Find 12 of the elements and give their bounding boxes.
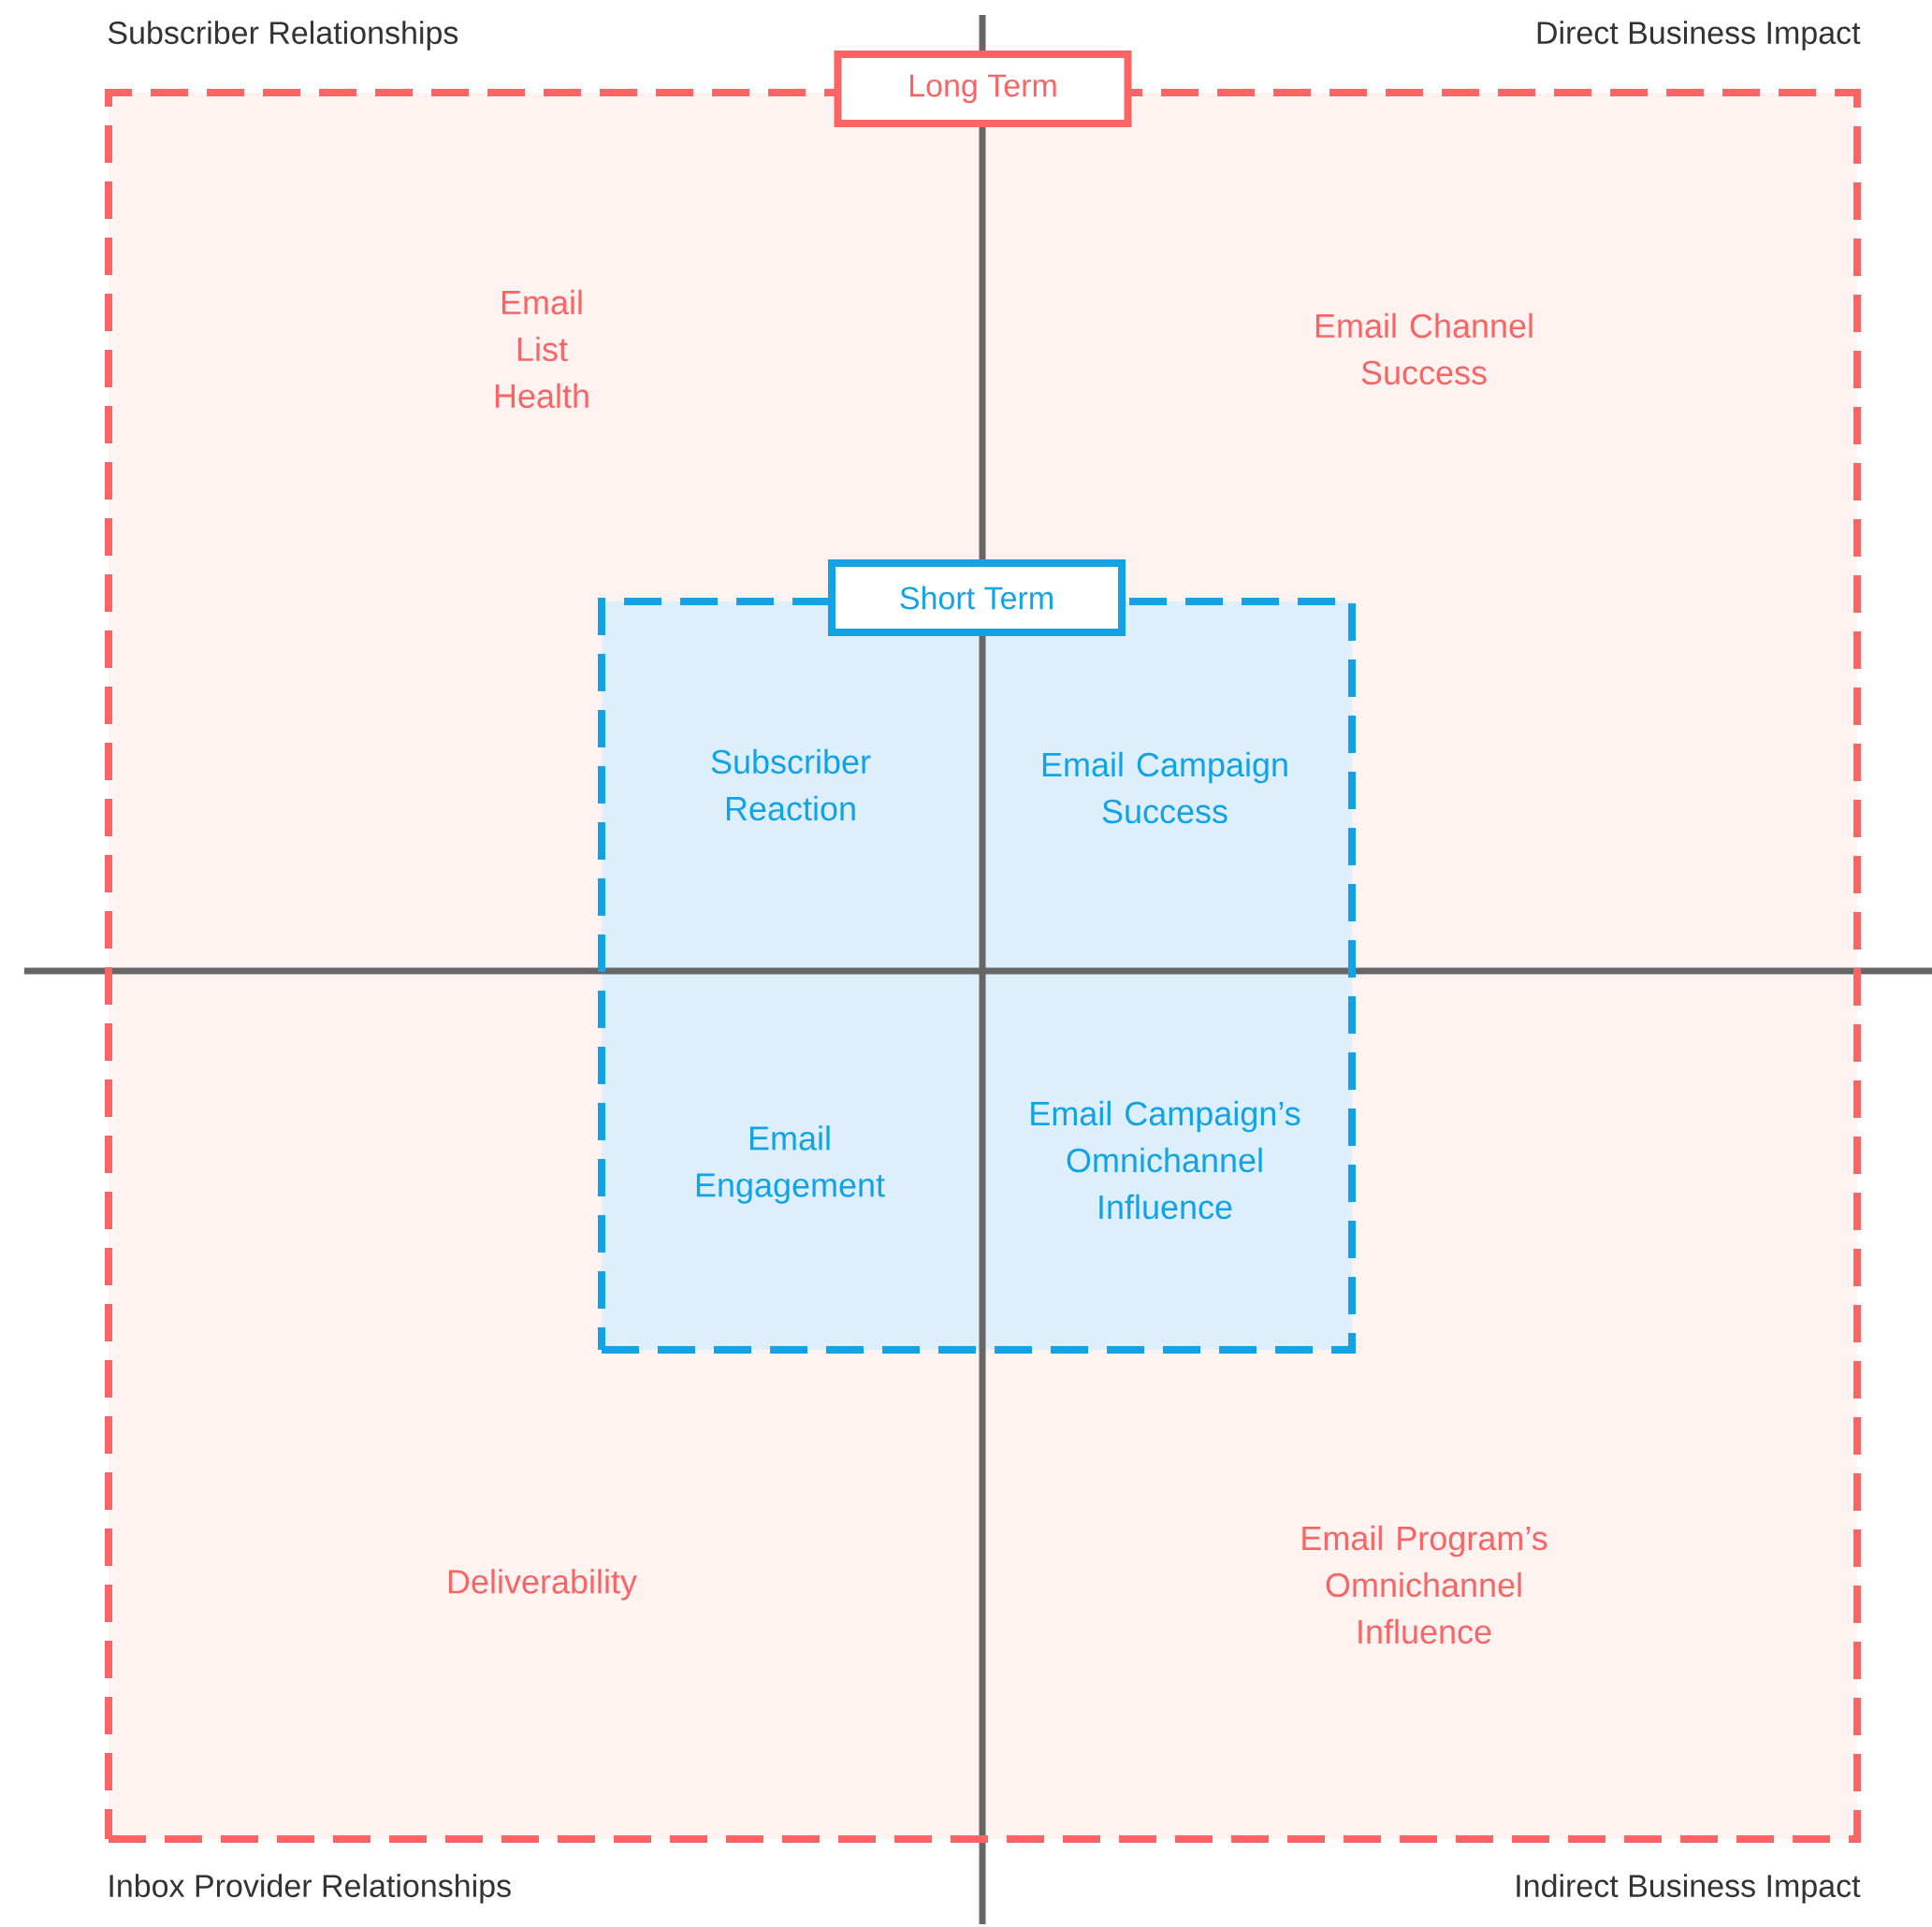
quadrant-label: Email Channel Success xyxy=(1315,312,1533,385)
quadrant-label: Email List Health xyxy=(495,289,588,409)
quadrant-label: Email Campaign Success xyxy=(1042,751,1287,824)
quadrant-label: Email Program’s Omnichannel Influence xyxy=(1302,1525,1547,1644)
quadrant-label: Email Campaign’s Omnichannel Influence xyxy=(1031,1100,1300,1220)
corner-label: Subscriber Relationships xyxy=(108,21,458,51)
corner-label: Inbox Provider Relationships xyxy=(109,1874,511,1904)
corner-label: Indirect Business Impact xyxy=(1517,1874,1861,1904)
quadrant-label: Deliverability xyxy=(448,1569,637,1601)
quadrant-label: Subscriber Reaction xyxy=(711,748,871,821)
corner-label: Direct Business Impact xyxy=(1537,21,1861,51)
quadrant-label: Email Engagement xyxy=(696,1125,885,1204)
